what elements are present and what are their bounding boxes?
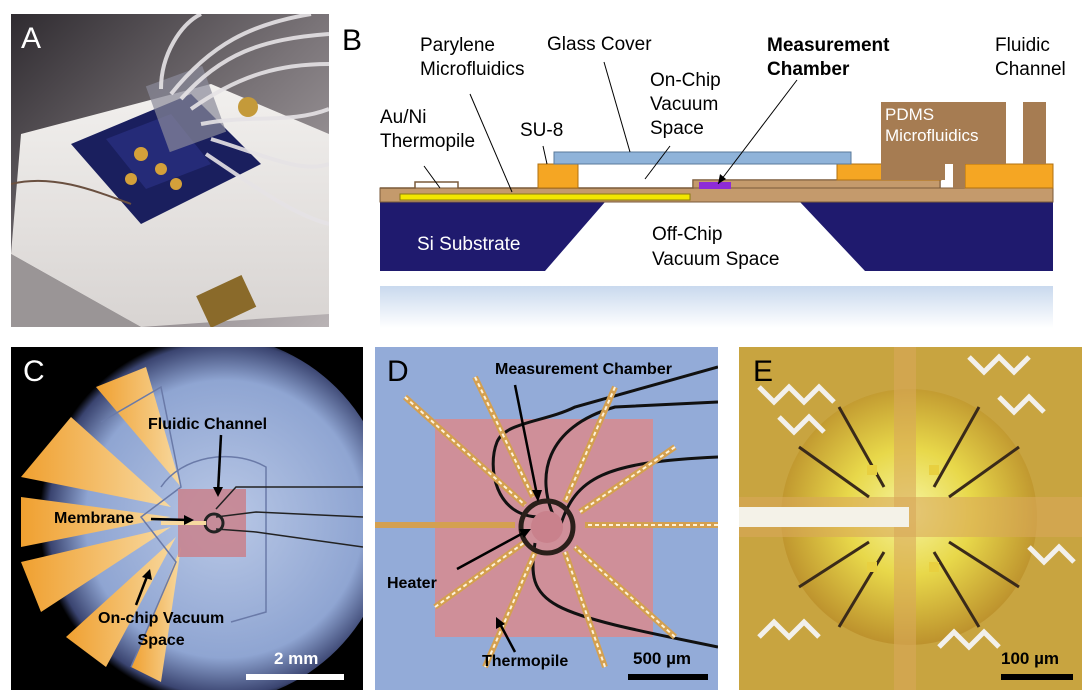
- reflection-band: [380, 286, 1053, 328]
- thermopile-layer: [399, 193, 691, 201]
- label-on-chip-vacuum: On-Chip Vacuum Space: [650, 70, 721, 139]
- label-glass-cover: Glass Cover: [547, 34, 652, 55]
- panel-e-micrograph: [739, 347, 1082, 690]
- panel-d-letter: D: [387, 355, 409, 388]
- scale-c-bar: [246, 674, 344, 680]
- glass-cover: [553, 151, 852, 165]
- su8-right: [964, 163, 1054, 189]
- label-c-fluidic-channel: Fluidic Channel: [148, 416, 268, 433]
- panel-d: D Measurement Chamber Heater Thermopile …: [375, 347, 718, 690]
- panel-b-letter: B: [342, 24, 363, 57]
- label-measurement-chamber: Measurement Chamber: [767, 35, 890, 80]
- label-d-thermopile: Thermopile: [482, 653, 569, 670]
- panel-b-schematic: [379, 61, 1054, 328]
- scale-c-text: 2 mm: [274, 649, 319, 668]
- scale-e-text: 100 µm: [1001, 649, 1059, 668]
- label-c-on-chip-vacuum: On-chip Vacuum Space: [98, 610, 225, 649]
- label-si-substrate: Si Substrate: [417, 234, 521, 255]
- label-off-chip-vacuum: Off-Chip Vacuum Space: [652, 224, 780, 270]
- si-substrate: [380, 202, 605, 271]
- scale-d-text: 500 µm: [633, 649, 691, 668]
- label-c-membrane: Membrane: [54, 510, 135, 527]
- panel-c: C Fluidic Channel Membrane On-chip Vacuu…: [11, 347, 363, 690]
- label-d-heater: Heater: [387, 575, 437, 592]
- scale-e-bar: [1001, 674, 1073, 680]
- panel-b: B Parylene Microfluidics Glass Cover Mea…: [340, 14, 1082, 334]
- scale-d-bar: [628, 674, 708, 680]
- measurement-chamber: [699, 182, 731, 189]
- pdms-block: [881, 102, 1006, 180]
- panel-a: A: [11, 14, 329, 327]
- label-su8: SU-8: [520, 120, 564, 141]
- panel-e: E 100 µm: [739, 347, 1082, 690]
- pdms-channel: [1023, 102, 1046, 164]
- label-fluidic-channel: Fluidic Channel: [995, 35, 1066, 80]
- label-parylene: Parylene Microfluidics: [420, 35, 525, 80]
- su8-left: [537, 163, 579, 189]
- label-au-ni: Au/Ni Thermopile: [380, 107, 476, 152]
- panel-c-micrograph: [21, 347, 363, 690]
- panel-c-letter: C: [23, 355, 45, 388]
- panel-e-letter: E: [753, 355, 774, 388]
- label-pdms: PDMS Microfluidics: [885, 105, 979, 145]
- panel-a-photo: [11, 14, 329, 327]
- si-substrate-right: [800, 202, 1053, 271]
- panel-a-letter: A: [21, 22, 42, 55]
- panel-d-micrograph: [375, 347, 718, 690]
- label-d-measurement-chamber: Measurement Chamber: [495, 361, 672, 378]
